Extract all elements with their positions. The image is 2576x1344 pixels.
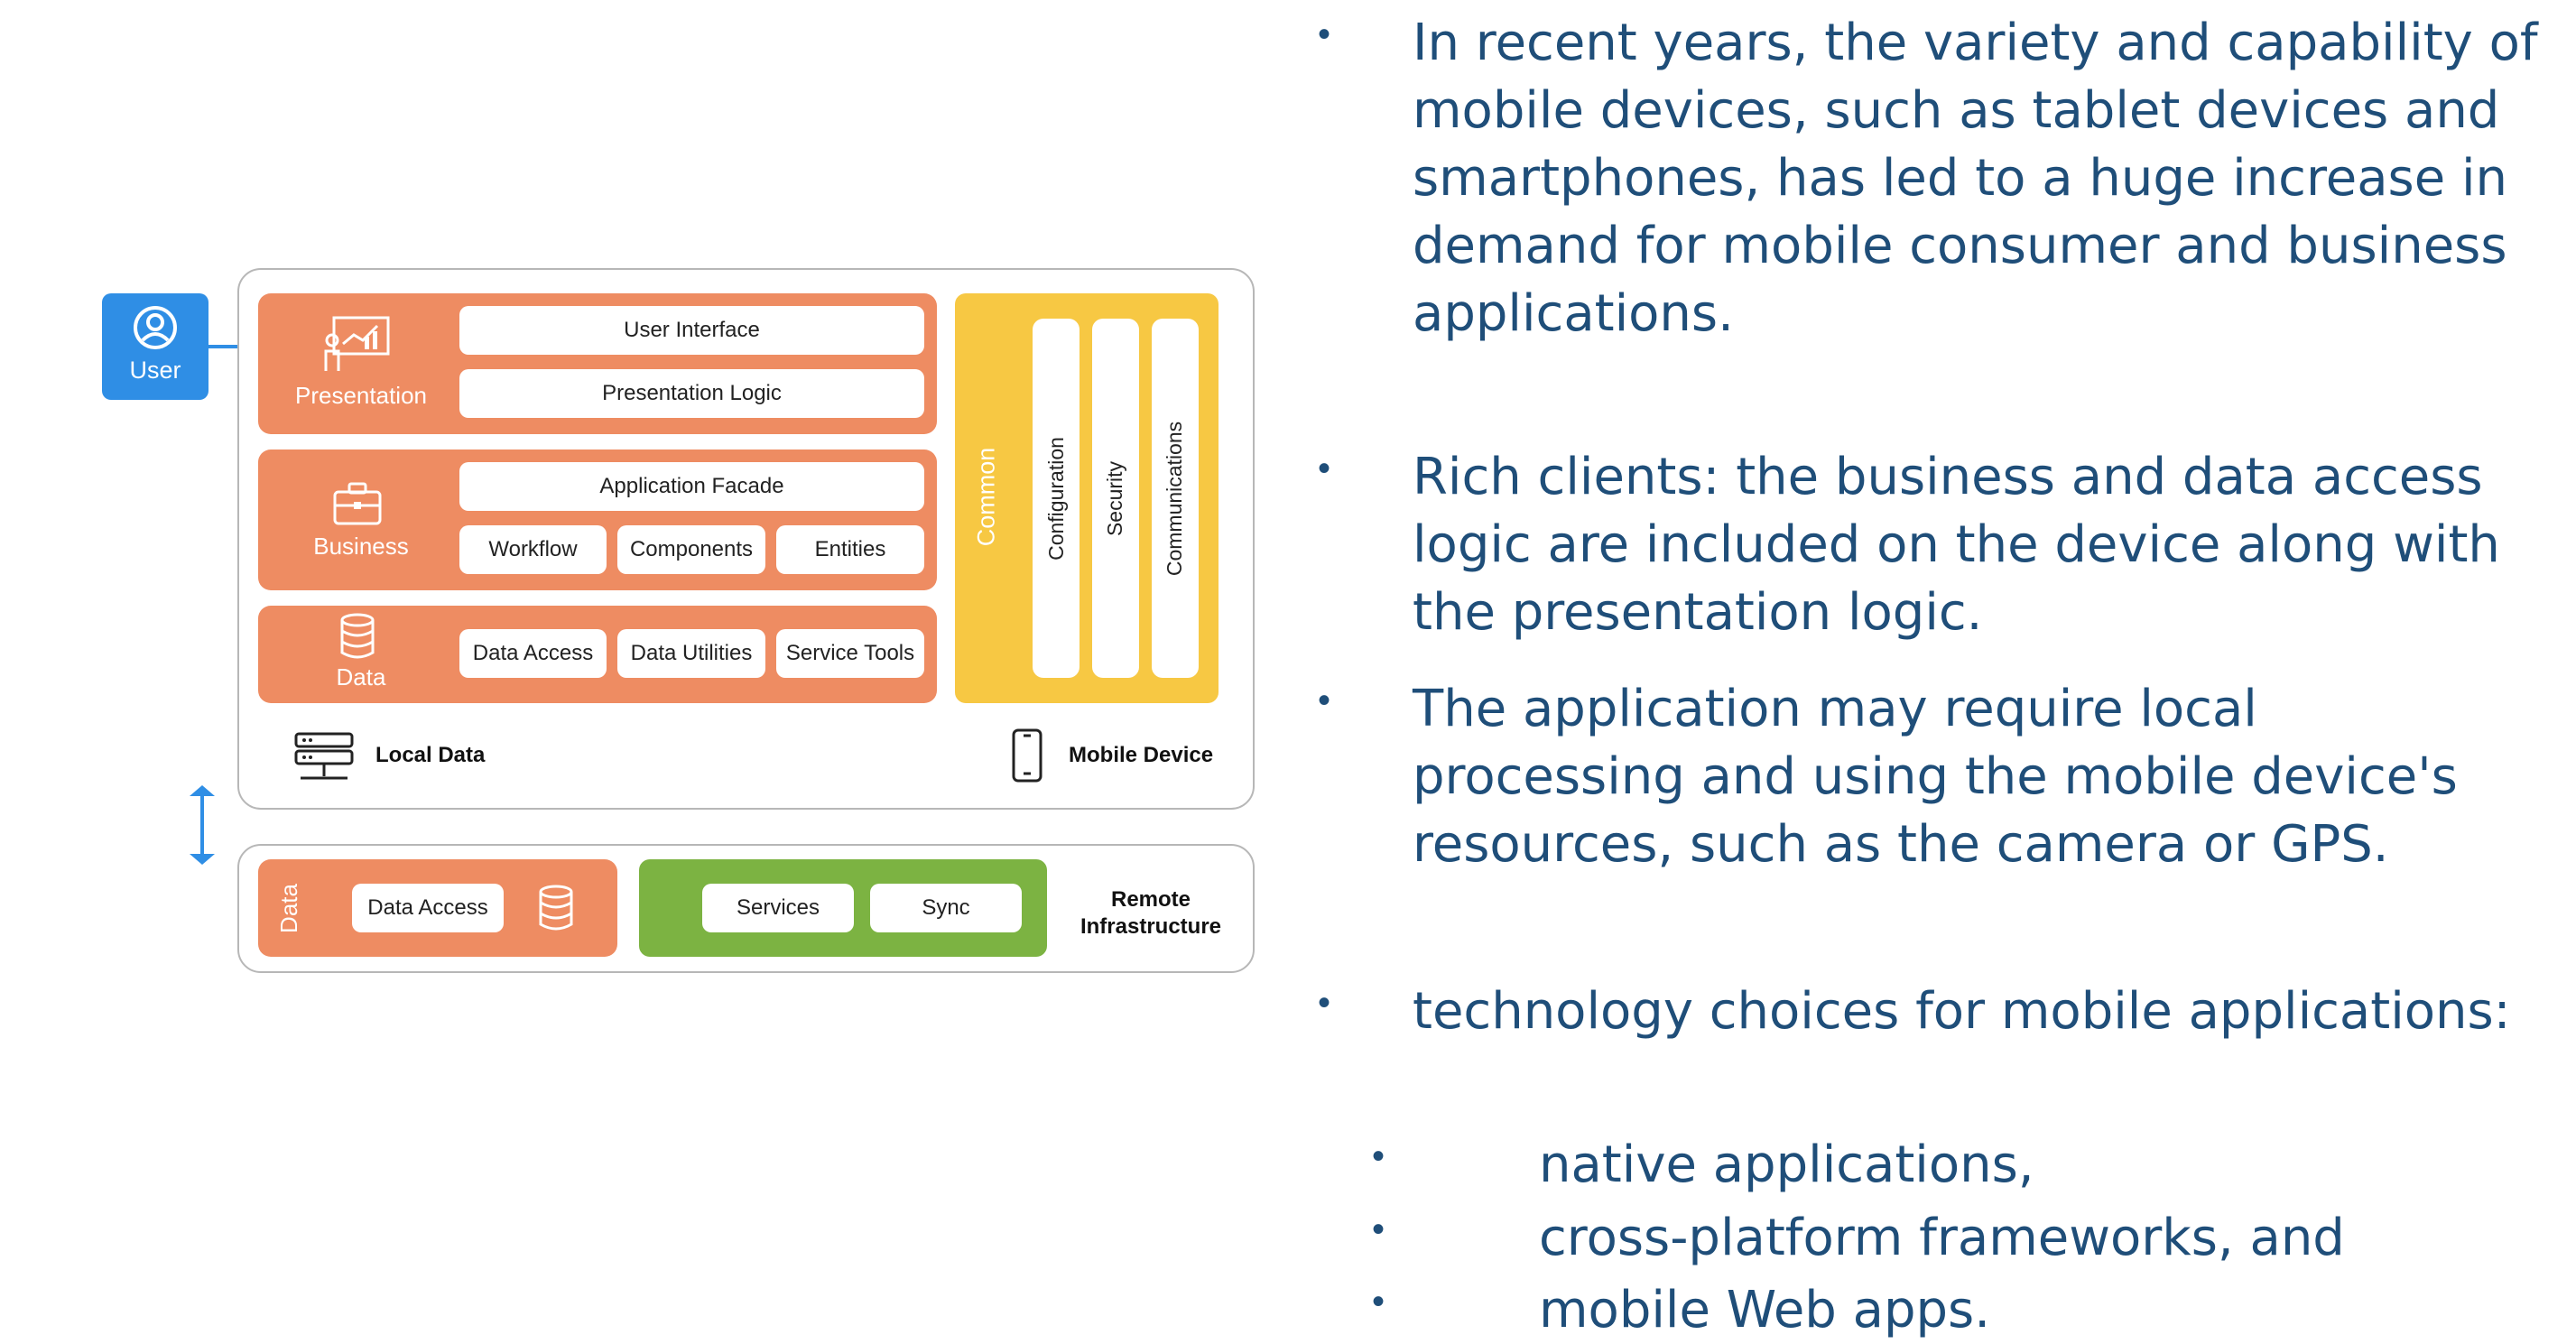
configuration-box: Configuration <box>1033 319 1080 678</box>
bullet-text: In recent years, the variety and capabil… <box>1413 14 2538 343</box>
presentation-label: Presentation <box>295 382 427 409</box>
bullet-text: technology choices for mobile applicatio… <box>1413 982 2511 1041</box>
remote-data-label: Data <box>274 883 302 933</box>
sub-bullet-text: native applications, <box>1539 1135 2034 1194</box>
business-layer: Business Application Facade Workflow Com… <box>258 450 937 590</box>
sub-bullet-text: cross-platform frameworks, and <box>1539 1209 2345 1267</box>
bullet-dot: • <box>1318 983 1331 1023</box>
remote-label-line1: Remote <box>1110 887 1191 912</box>
remote-services-layer: Services Sync <box>639 859 1047 957</box>
user-icon <box>132 304 179 351</box>
bullet-dot: • <box>1318 14 1331 54</box>
mobile-device-label: Mobile Device <box>1069 743 1214 767</box>
workflow-box: Workflow <box>459 525 607 574</box>
data-label: Data <box>336 663 386 691</box>
business-label: Business <box>313 533 409 560</box>
communications-box: Communications <box>1152 319 1199 678</box>
common-label: Common <box>972 447 1000 546</box>
data-layer: Data Data Access Data Utilities Service … <box>258 606 937 703</box>
bullet-dot: • <box>1372 1210 1385 1249</box>
services-box: Services <box>702 884 854 932</box>
service-tools-box: Service Tools <box>776 629 924 678</box>
bullet-dot: • <box>1372 1282 1385 1321</box>
presentation-chart-icon <box>323 315 392 375</box>
components-box: Components <box>617 525 765 574</box>
server-icon <box>293 731 355 783</box>
sub-bullet-text: mobile Web apps. <box>1539 1281 1991 1339</box>
database-icon <box>338 613 376 660</box>
remote-infrastructure-label: Remote Infrastructure <box>1056 886 1246 941</box>
sync-double-arrow-icon <box>182 783 222 867</box>
sync-box: Sync <box>870 884 1022 932</box>
data-utilities-box: Data Utilities <box>617 629 765 678</box>
local-data-label: Local Data <box>375 743 486 767</box>
briefcase-icon <box>332 480 383 527</box>
user-interface-box: User Interface <box>459 306 924 355</box>
remote-database-icon <box>537 885 575 932</box>
entities-box: Entities <box>776 525 924 574</box>
remote-label-line2: Infrastructure <box>1080 914 1222 939</box>
architecture-diagram: User Presentation User Interface Present… <box>0 0 1300 1329</box>
bullet-list: • In recent years, the variety and capab… <box>1318 0 2576 1339</box>
bullet-dot: • <box>1318 449 1331 488</box>
user-label: User <box>129 357 181 384</box>
bullet-text: The application may require local proces… <box>1413 680 2458 874</box>
security-box: Security <box>1092 319 1139 678</box>
application-facade-box: Application Facade <box>459 462 924 511</box>
bullet-dot: • <box>1318 681 1331 720</box>
smartphone-icon <box>1011 728 1043 783</box>
bullet-dot: • <box>1372 1136 1385 1176</box>
remote-data-access-box: Data Access <box>352 884 504 932</box>
presentation-logic-box: Presentation Logic <box>459 369 924 418</box>
user-box: User <box>102 293 208 400</box>
presentation-layer: Presentation User Interface Presentation… <box>258 293 937 434</box>
common-layer: Common Configuration Security Communicat… <box>955 293 1219 703</box>
bullet-text: Rich clients: the business and data acce… <box>1413 448 2500 642</box>
data-access-box: Data Access <box>459 629 607 678</box>
remote-data-layer: Data Data Access <box>258 859 617 957</box>
